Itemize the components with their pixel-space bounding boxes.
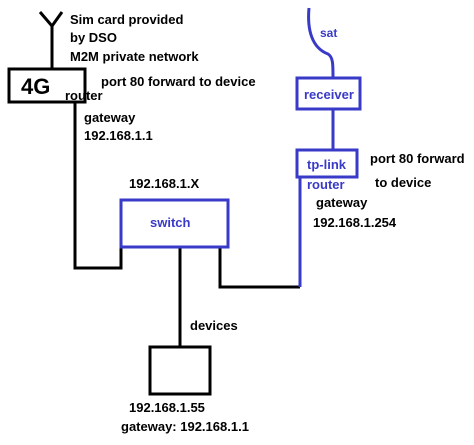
device-gateway-label: gateway: 192.168.1.1 xyxy=(121,419,249,434)
blue-connection-lines xyxy=(298,7,335,287)
router-4g-box xyxy=(7,67,87,104)
router-4g-gateway-label: gateway xyxy=(84,110,136,125)
switch-label: switch xyxy=(150,215,191,230)
connection-lines xyxy=(73,102,300,348)
switch-box xyxy=(119,198,230,249)
router-4g-sublabel: router xyxy=(65,88,103,103)
sim-card-text-line3: M2M private network xyxy=(70,49,199,64)
device-box xyxy=(148,345,212,396)
tplink-router-box xyxy=(295,148,359,179)
devices-label: devices xyxy=(190,318,238,333)
receiver-box xyxy=(295,76,362,111)
tplink-router-sublabel: router xyxy=(307,177,345,192)
tplink-gateway-label: gateway xyxy=(316,195,368,210)
tplink-forward-text-line1: port 80 forward xyxy=(370,151,465,166)
receiver-label: receiver xyxy=(304,87,354,102)
switch-ip-label: 192.168.1.X xyxy=(129,176,199,191)
router-4g-forward-text: port 80 forward to device xyxy=(101,74,256,89)
router-4g-label: 4G xyxy=(21,74,50,99)
antenna-icon xyxy=(38,11,64,70)
router-4g-gateway-ip: 192.168.1.1 xyxy=(84,128,153,143)
sim-card-text-line2: by DSO xyxy=(70,30,117,45)
tplink-label: tp-link xyxy=(307,157,347,172)
device-ip-label: 192.168.1.55 xyxy=(129,400,205,415)
tplink-forward-text-line2: to device xyxy=(375,175,431,190)
satellite-label: sat xyxy=(320,26,337,40)
sim-card-text-line1: Sim card provided xyxy=(70,12,183,27)
tplink-gateway-ip: 192.168.1.254 xyxy=(313,215,397,230)
